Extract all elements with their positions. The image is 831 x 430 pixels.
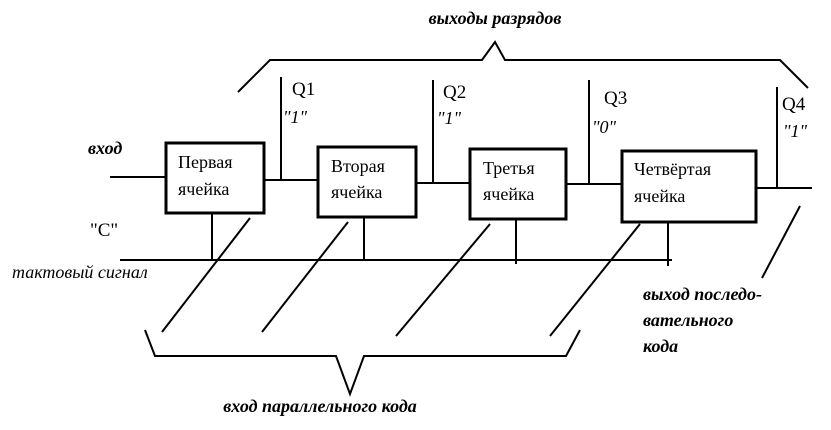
q2-value: "1" — [437, 108, 462, 128]
cell-2-box — [316, 145, 418, 219]
outputs-title: выходы разрядов — [429, 8, 562, 28]
parallel-bracket — [144, 329, 581, 397]
cell-1-box — [164, 141, 266, 215]
serial-output-label-3: кода — [643, 336, 678, 356]
parallel-input-1 — [161, 217, 251, 333]
q3-value: "0" — [592, 117, 617, 137]
parallel-input-3 — [395, 223, 491, 337]
q1-value: "1" — [283, 107, 308, 127]
input-label: вход — [88, 138, 122, 158]
cell-4-line2: ячейка — [634, 186, 685, 206]
q2-label: Q2 — [443, 82, 466, 103]
serial-output-pointer — [761, 205, 801, 279]
parallel-input-4 — [549, 223, 641, 337]
outputs-bracket — [237, 40, 809, 93]
serial-output-label-2: вательного — [643, 310, 733, 330]
cell-2-line1: Вторая — [331, 156, 385, 176]
q3-label: Q3 — [604, 88, 627, 109]
q4-value: "1" — [783, 121, 808, 141]
q1-label: Q1 — [292, 79, 315, 100]
cell-1-line2: ячейка — [178, 179, 229, 199]
cell-3-line1: Третья — [483, 158, 535, 178]
cell-1-line1: Первая — [178, 152, 233, 172]
cell-4-line1: Четвёртая — [634, 159, 711, 179]
clock-signal-label: тактовый сигнал — [12, 262, 148, 282]
parallel-input-label: вход параллельного кода — [223, 396, 417, 416]
q4-label: Q4 — [782, 94, 806, 115]
cell-3-box — [468, 147, 568, 221]
parallel-input-2 — [261, 221, 349, 333]
cell-2-line2: ячейка — [331, 182, 382, 202]
serial-output-label-1: выход последо- — [643, 284, 762, 304]
clock-label: "С" — [90, 220, 118, 241]
cell-3-line2: ячейка — [483, 184, 534, 204]
cell-4-box — [620, 149, 758, 224]
